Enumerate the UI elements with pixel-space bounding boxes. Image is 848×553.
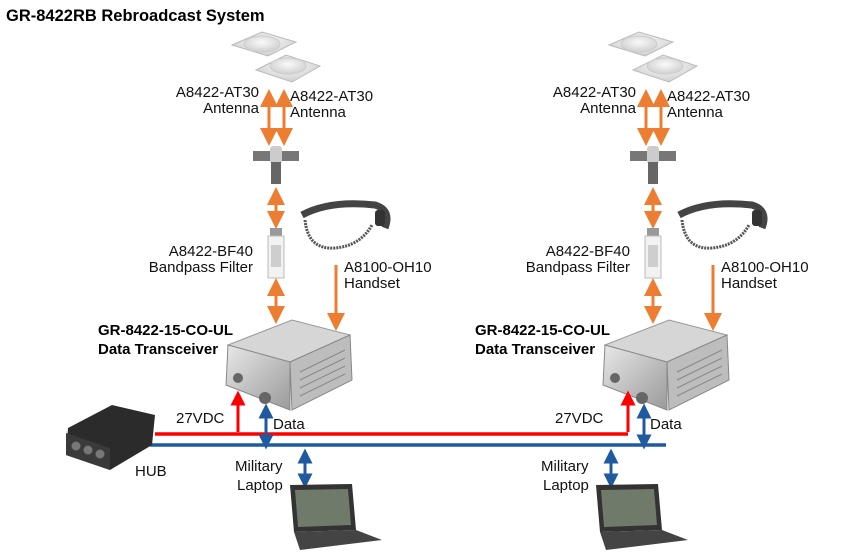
bandpass-filter-image (644, 228, 662, 279)
hub-device: HUB (66, 405, 167, 480)
handset-name: Handset (721, 275, 778, 292)
filter-name: Bandpass Filter (526, 259, 630, 276)
handset-image (677, 200, 768, 250)
antenna-left-name: Antenna (203, 100, 260, 117)
site-2: A8422-AT30 Antenna A8422-AT30 Antenna A8… (475, 31, 809, 450)
antenna-right-name: Antenna (290, 104, 347, 121)
handset-model: A8100-OH10 (721, 259, 809, 276)
power-label: 27VDC (555, 410, 604, 427)
laptop-label-line2: Laptop (543, 477, 589, 494)
transceiver-model: GR-8422-15-CO-UL (475, 322, 610, 339)
tee-connector-image (630, 146, 676, 184)
site-1: A8422-AT30 Antenna A8422-AT30 Antenna A8… (98, 31, 432, 450)
antenna-right-model: A8422-AT30 (667, 88, 750, 105)
data-label: Data (650, 416, 682, 433)
transceiver-image (225, 319, 353, 411)
laptop-image (596, 484, 688, 550)
transceiver-image (602, 319, 730, 411)
antenna-left-model: A8422-AT30 (176, 84, 259, 101)
laptop-1: Military Laptop (235, 448, 382, 550)
power-label: 27VDC (176, 410, 225, 427)
filter-model: A8422-BF40 (169, 243, 253, 260)
filter-model: A8422-BF40 (546, 243, 630, 260)
laptop-label-line1: Military (235, 458, 283, 475)
filter-name: Bandpass Filter (149, 259, 253, 276)
antenna-right-model: A8422-AT30 (290, 88, 373, 105)
laptop-2: Military Laptop (541, 448, 688, 550)
transceiver-model: GR-8422-15-CO-UL (98, 322, 233, 339)
handset-image (300, 200, 391, 250)
hub-label: HUB (135, 463, 167, 480)
laptop-image (290, 484, 382, 550)
handset-model: A8100-OH10 (344, 259, 432, 276)
dual-antenna-image (230, 31, 322, 83)
dual-antenna-image (607, 31, 699, 83)
tee-connector-image (253, 146, 299, 184)
laptop-label-line1: Military (541, 458, 589, 475)
transceiver-name: Data Transceiver (475, 341, 595, 358)
antenna-left-name: Antenna (580, 100, 637, 117)
antenna-right-name: Antenna (667, 104, 724, 121)
bandpass-filter-image (267, 228, 285, 279)
diagram-title: GR-8422RB Rebroadcast System (6, 7, 265, 25)
antenna-left-model: A8422-AT30 (553, 84, 636, 101)
laptop-label-line2: Laptop (237, 477, 283, 494)
transceiver-name: Data Transceiver (98, 341, 218, 358)
handset-name: Handset (344, 275, 401, 292)
data-label: Data (273, 416, 305, 433)
